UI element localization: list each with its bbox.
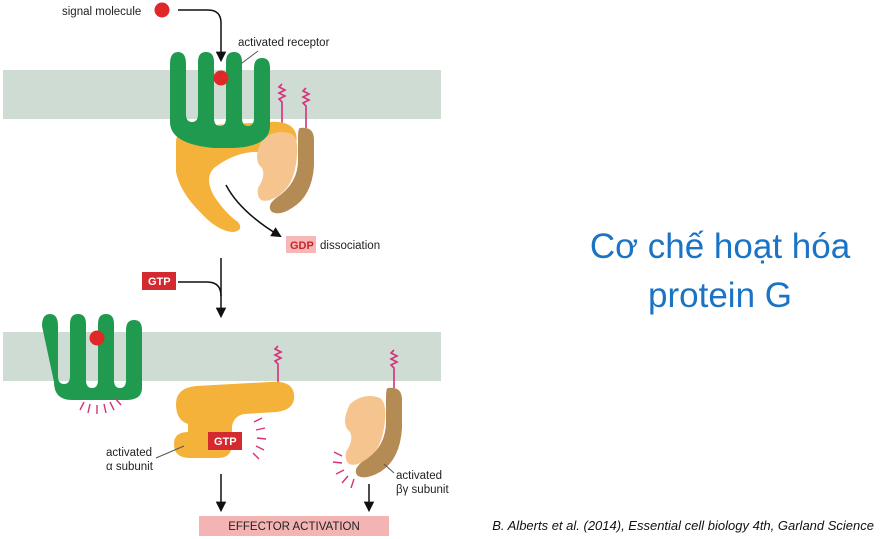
- gdp-label: GDP: [290, 240, 314, 252]
- slide-title-line2: protein G: [648, 276, 792, 315]
- slide-title: Cơ chế hoạt hóa protein G: [560, 222, 880, 320]
- g-beta-subunit-top: [257, 132, 298, 201]
- gdp-dissociation-arrow: [225, 184, 282, 238]
- lipid-anchor-gamma-top: [301, 87, 311, 128]
- effector-activation-box: [199, 516, 389, 536]
- receptor-bottom: [42, 314, 142, 400]
- lipid-anchor-gamma-bottom: [389, 349, 399, 388]
- signal-molecule-label: signal molecule: [62, 6, 141, 18]
- signal-molecule: [154, 2, 170, 18]
- gdp-box: [286, 236, 316, 253]
- signal-molecule-bound-top: [213, 70, 229, 86]
- cell-membrane-bottom: [3, 332, 441, 381]
- signal-molecule-bound-bottom: [89, 330, 105, 346]
- g-beta-subunit-bottom: [345, 396, 386, 465]
- signal-binding-arrow: [178, 9, 227, 63]
- activated-alpha-label-line2: α subunit: [106, 461, 154, 473]
- g-alpha-subunit-active: [174, 381, 295, 458]
- g-gamma-subunit-bottom: [355, 387, 402, 478]
- receptor-activity-rays: [79, 397, 122, 414]
- activated-betagamma-label-line1: activated: [396, 470, 442, 482]
- gtp-input-box: [142, 272, 176, 290]
- lipid-anchor-alpha-bottom: [273, 345, 283, 384]
- receptor-top: [170, 52, 270, 148]
- dissociation-label: dissociation: [320, 240, 380, 252]
- gtp-input-label: GTP: [148, 276, 171, 288]
- alpha-activity-rays: [252, 417, 267, 460]
- betagamma-activity-rays: [332, 451, 355, 489]
- activated-alpha-label-line1: activated: [106, 447, 152, 459]
- gtp-binding-arrow: [178, 281, 222, 297]
- lipid-anchor-alpha-top: [277, 83, 287, 124]
- activated-betagamma-label-line2: βγ subunit: [396, 484, 449, 496]
- activated-betagamma-leader: [383, 463, 395, 474]
- slide-title-line1: Cơ chế hoạt hóa: [589, 227, 851, 266]
- gtp-bound-box: [208, 432, 242, 450]
- citation: B. Alberts et al. (2014), Essential cell…: [492, 518, 874, 533]
- gtp-bound-label: GTP: [214, 436, 237, 448]
- g-gamma-subunit-top: [269, 127, 314, 214]
- activated-alpha-leader: [155, 445, 185, 459]
- effector-activation-label: EFFECTOR ACTIVATION: [228, 521, 360, 533]
- activated-receptor-label: activated receptor: [238, 37, 330, 49]
